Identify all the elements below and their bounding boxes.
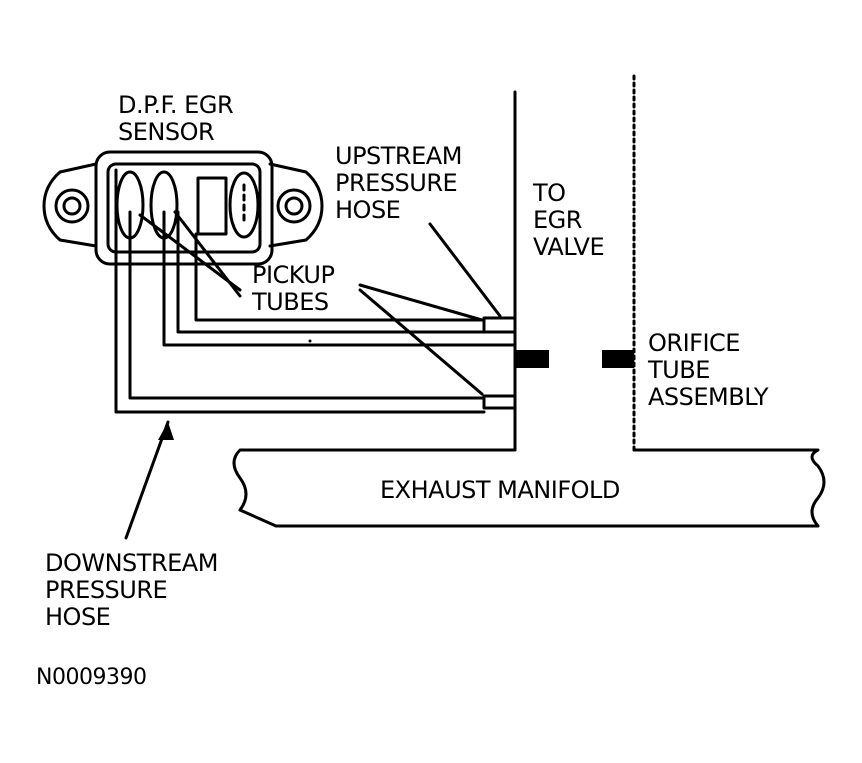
to-egr-valve-label: TO EGR VALVE [533, 179, 605, 261]
sensor-mount-ear-left [42, 162, 98, 248]
sensor-body-outer [94, 150, 274, 266]
leader-downstream [124, 420, 170, 540]
sensor-label: D.P.F. EGR SENSOR [118, 91, 234, 146]
pickup-tubes-label: PICKUP TUBES [252, 261, 335, 316]
downstream-pressure-hose [114, 168, 486, 414]
leader-pickup-2 [173, 210, 242, 298]
leader-upstream [428, 222, 502, 318]
orifice-tube-block [602, 350, 634, 368]
exhaust-manifold-label: EXHAUST MANIFOLD [380, 476, 620, 504]
arrowhead-downstream [158, 422, 174, 440]
downstream-pickup-stub [482, 394, 517, 410]
middle-pressure-hose [162, 210, 517, 347]
sensor-body-inner [106, 162, 262, 254]
egr-port-block [515, 350, 549, 368]
leader-pickup-3 [358, 283, 484, 322]
speck [308, 339, 312, 343]
leader-pickup-4 [358, 288, 484, 396]
downstream-hose-label: DOWNSTREAM PRESSURE HOSE [45, 549, 218, 631]
sensor-mount-ear-right [268, 162, 324, 248]
orifice-tube-label: ORIFICE TUBE ASSEMBLY [648, 329, 769, 411]
upstream-pressure-hose [194, 232, 486, 322]
upstream-hose-label: UPSTREAM PRESSURE HOSE [335, 142, 462, 224]
leader-pickup-1 [138, 213, 242, 292]
upstream-pickup-stub [482, 316, 517, 334]
exhaust-manifold-outline [232, 448, 826, 528]
figure-id: N0009390 [36, 665, 147, 690]
